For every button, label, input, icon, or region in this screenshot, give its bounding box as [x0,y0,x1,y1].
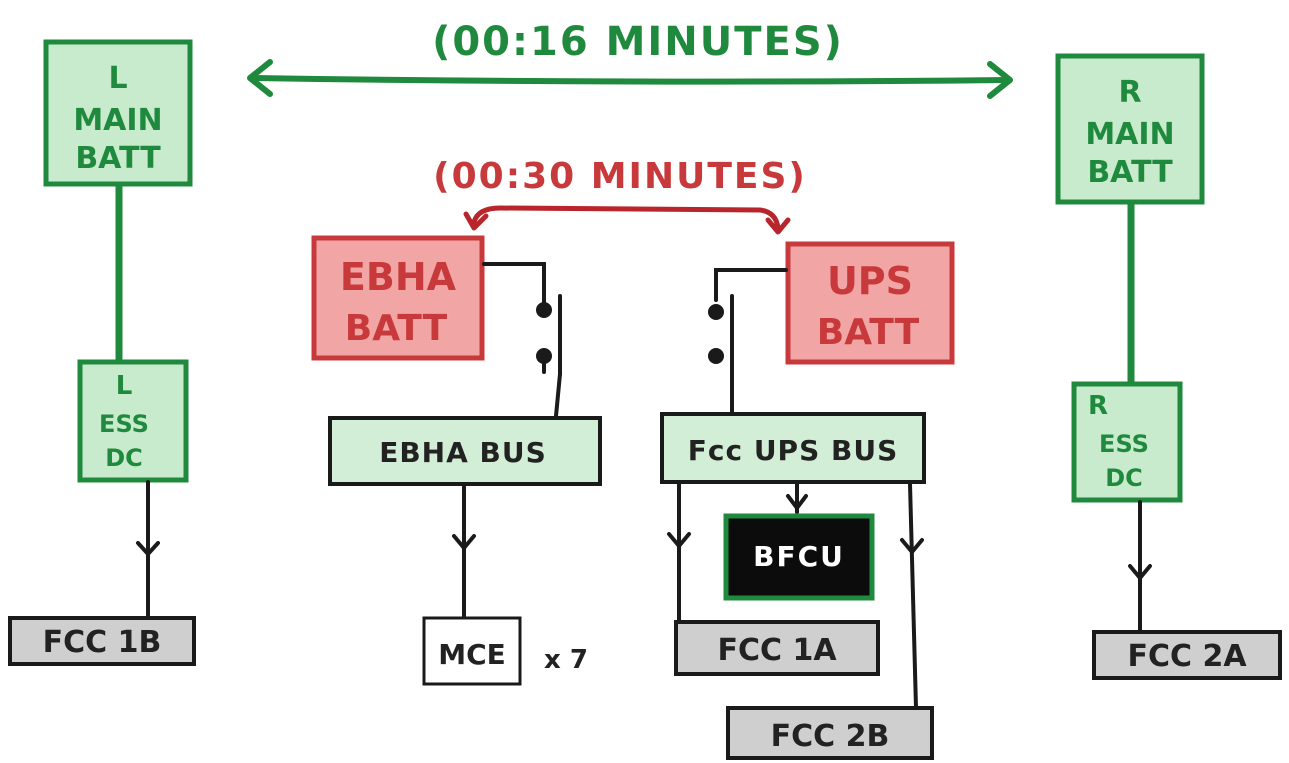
ups-batt-line-2: BATT [817,312,920,353]
ups-bus-to-fcc2b-wire [908,482,918,710]
right-ess-dc-box: R ESS DC [1071,381,1183,503]
right-ess-dc-line-2: ESS [1099,430,1149,458]
ups-batt-line-1: UPS [827,259,913,303]
bfcu-box: BFCU [723,513,875,601]
mce-box: MCE [422,616,522,686]
left-ess-dc-line-3: DC [105,444,143,472]
ups-batt-box: UPS BATT [785,241,955,365]
ebha-batt-line-1: EBHA [340,255,457,299]
right-ess-arrowhead [1128,564,1152,580]
fcc-1a-box: FCC 1A [674,620,880,676]
fcc2b-arrowhead [900,538,924,554]
ups-contact-bottom [708,348,724,364]
mce-count-label: x 7 [544,645,588,675]
right-main-batt-line-2: MAIN [1085,117,1174,152]
mce-label: MCE [438,638,506,671]
right-ess-dc-line-3: DC [1105,464,1143,492]
left-main-batt-line-3: BATT [75,141,161,176]
fcc1a-arrowhead [667,532,691,548]
left-main-batt-box: L MAIN BATT [43,39,193,187]
fcc-2a-label: FCC 2A [1127,639,1247,674]
ups-contactor-switch [708,268,788,414]
fcc-2a-box: FCC 2A [1092,630,1282,680]
right-main-batt-line-3: BATT [1087,155,1173,190]
left-ess-dc-line-1: L [116,371,133,401]
ebha-bus-box: EBHA BUS [328,416,602,486]
fcc-ups-bus-label: Fcc UPS BUS [688,434,899,467]
main-batt-duration-label: (00:16 MINUTES) [432,19,844,65]
ebha-bus-label: EBHA BUS [379,436,547,469]
left-main-batt-line-2: MAIN [73,103,162,138]
bfcu-arrowhead [786,494,808,510]
right-ess-dc-line-1: R [1088,391,1108,421]
ebha-contact-bottom [536,348,552,364]
ebha-contactor-switch [482,262,562,418]
fcc-1b-box: FCC 1B [8,616,196,666]
ebha-batt-line-2: BATT [345,308,448,349]
main-batt-duration-arrow [247,59,1013,99]
bfcu-label: BFCU [753,540,845,573]
ups-contact-top [708,304,724,320]
right-main-batt-box: R MAIN BATT [1055,53,1205,205]
backup-batt-duration-label: (00:30 MINUTES) [433,156,807,197]
left-ess-dc-line-2: ESS [99,410,149,438]
backup-batt-duration-arrow [463,205,791,235]
fcc-2b-box: FCC 2B [726,706,934,760]
fcc-1a-label: FCC 1A [717,633,837,668]
ebha-bus-arrowhead [452,534,476,550]
fcc-ups-bus-box: Fcc UPS BUS [660,412,926,484]
right-main-batt-line-1: R [1118,75,1141,110]
ebha-contact-top [536,302,552,318]
left-ess-dc-box: L ESS DC [77,359,189,483]
left-ess-arrowhead [136,541,160,556]
left-main-batt-line-1: L [108,61,127,96]
fcc-2b-label: FCC 2B [771,719,890,754]
fcc-1b-label: FCC 1B [43,625,162,660]
ebha-batt-box: EBHA BATT [311,235,485,361]
